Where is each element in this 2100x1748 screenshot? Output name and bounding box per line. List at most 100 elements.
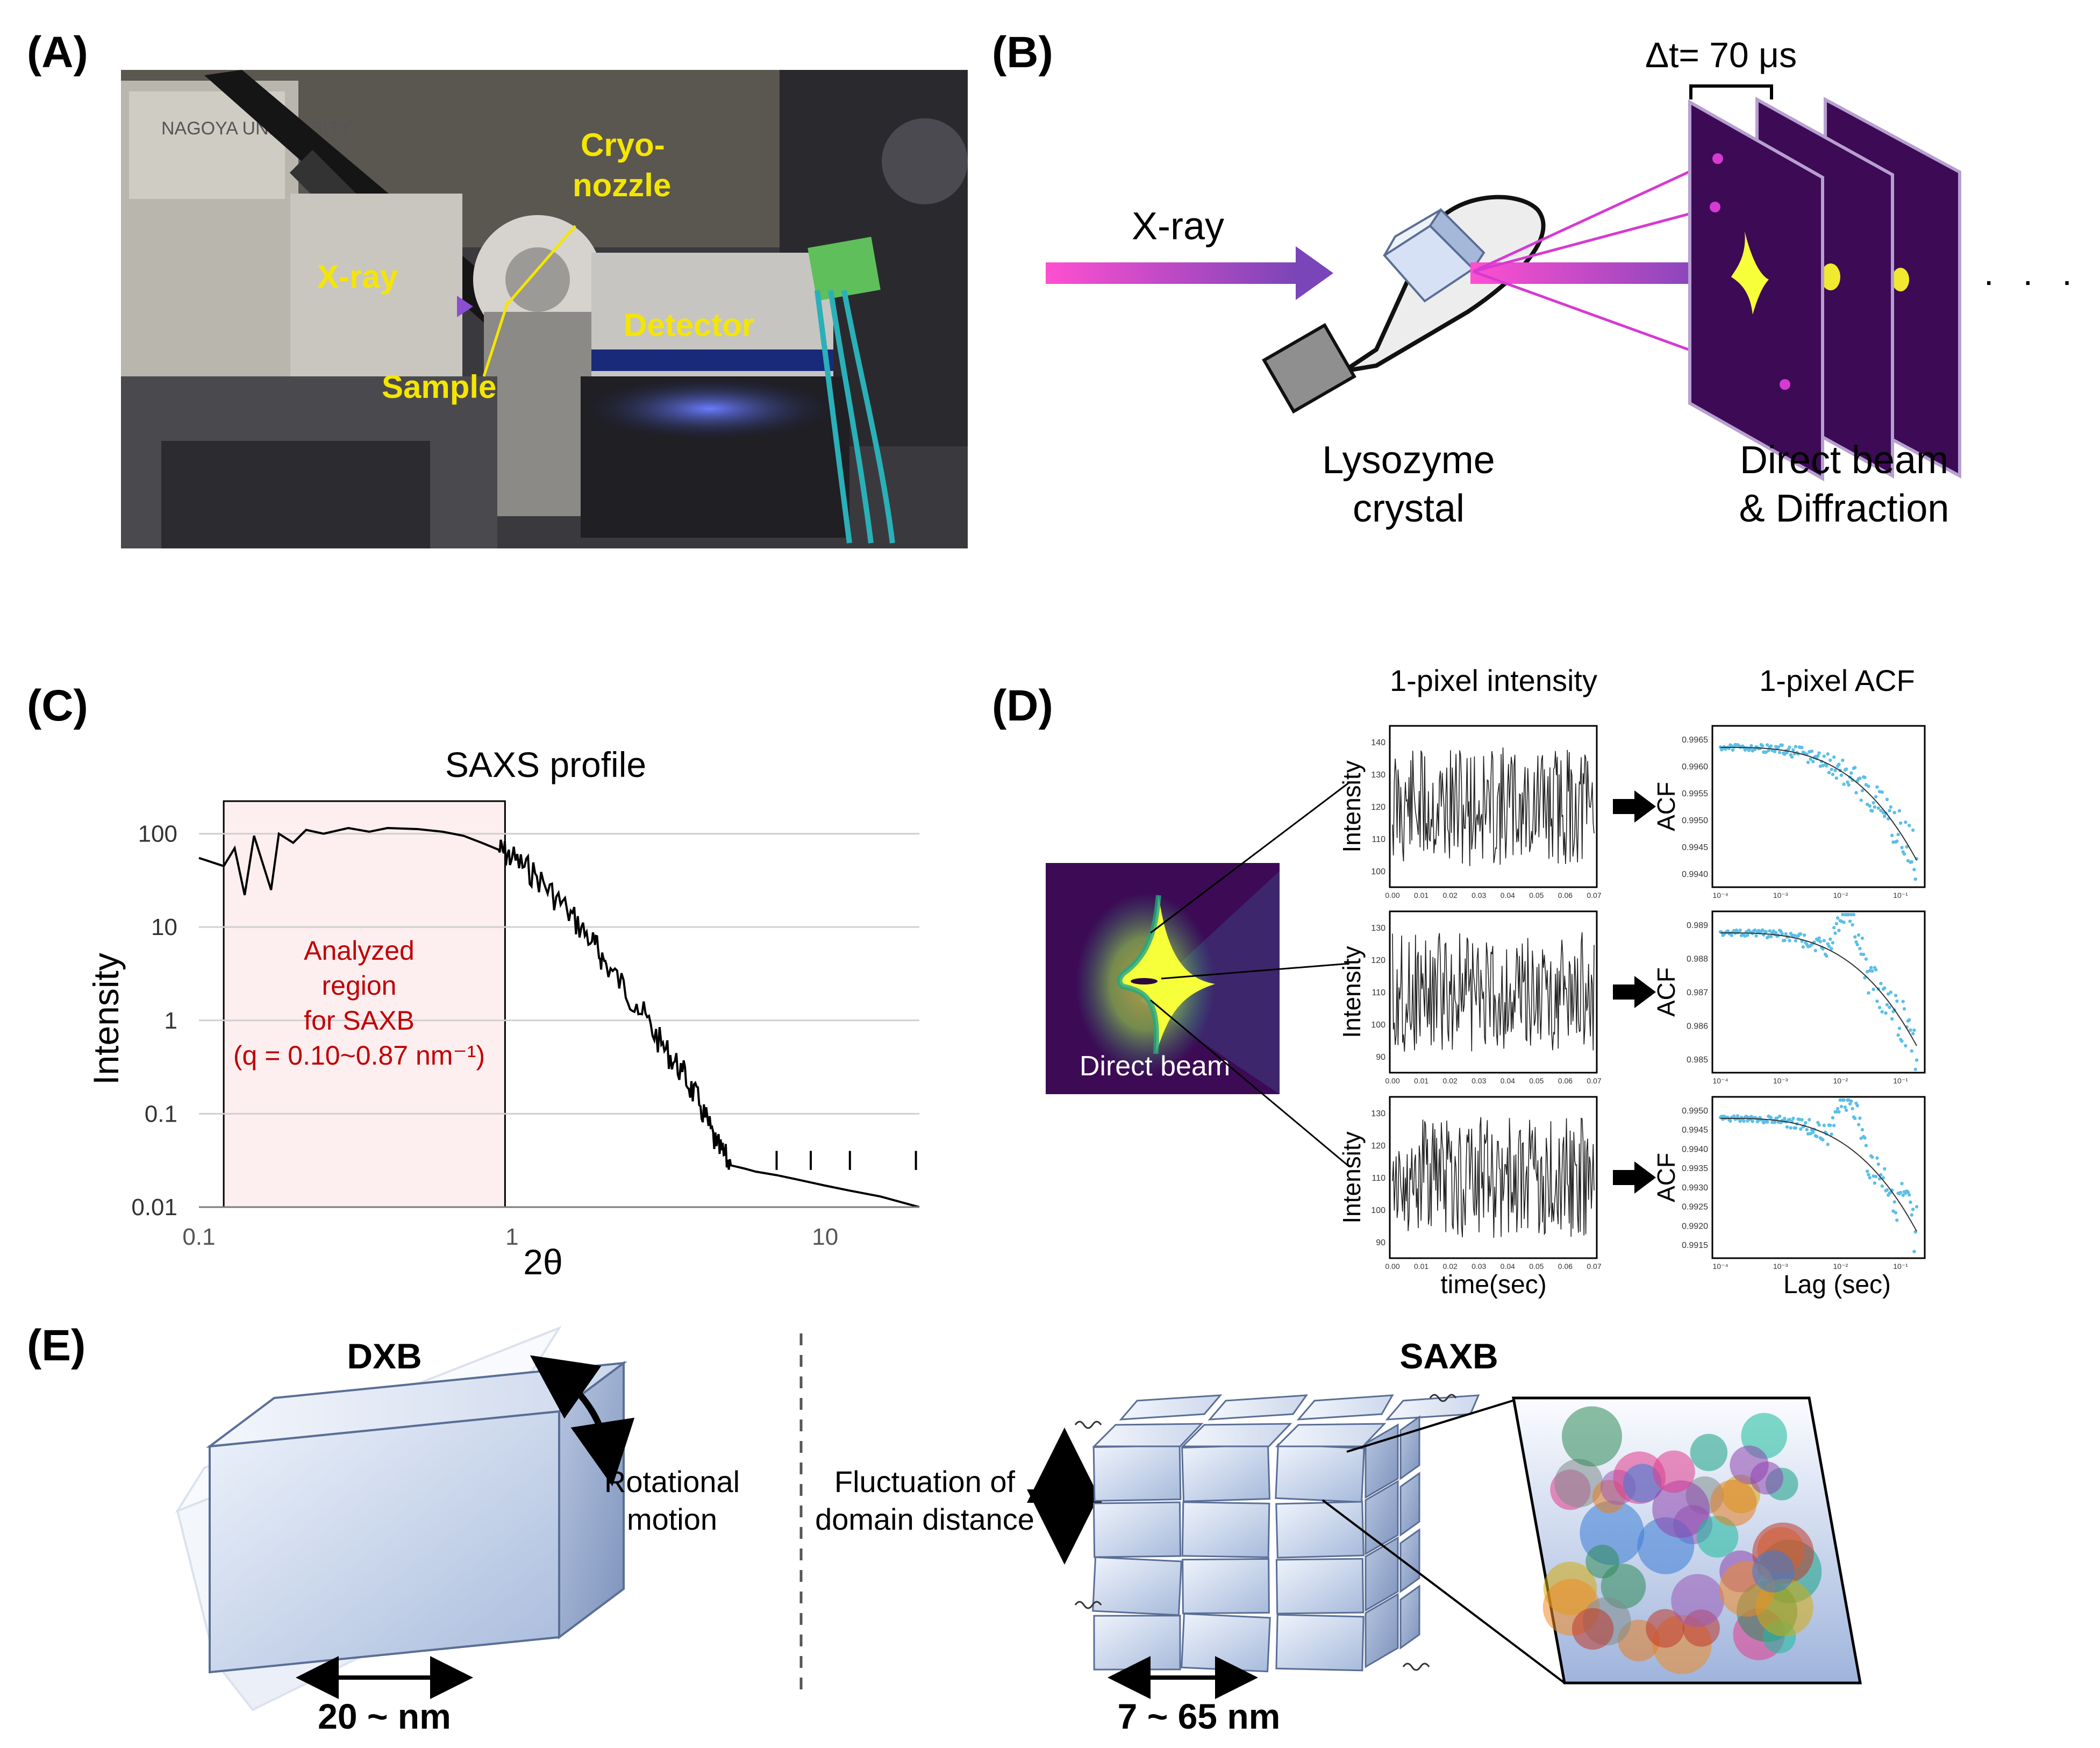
acf-point xyxy=(1892,811,1896,815)
acf-point xyxy=(1874,1175,1878,1179)
acf-point xyxy=(1730,933,1733,937)
panel-b-det-label-1: Direct beam xyxy=(1740,439,1948,482)
rotation-label-1: Rotational xyxy=(604,1465,740,1499)
acf-y-label: ACF xyxy=(1652,1153,1680,1202)
y-tick-label: 0.01 xyxy=(131,1194,177,1221)
acf-point xyxy=(1833,768,1837,773)
acf-point xyxy=(1827,770,1831,775)
dxb-size-label: 20 ~ nm xyxy=(318,1696,451,1736)
acf-point xyxy=(1841,912,1845,917)
panel-d-label: (D) xyxy=(992,681,1053,730)
protein-molecule xyxy=(1623,1464,1662,1503)
acf-point xyxy=(1897,809,1902,813)
acf-point xyxy=(1780,932,1784,936)
acf-point xyxy=(1900,846,1904,850)
acf-point xyxy=(1853,1116,1857,1121)
acf-point xyxy=(1894,1211,1898,1215)
squiggle-icon xyxy=(1402,1663,1430,1671)
acf-point xyxy=(1769,934,1773,939)
mosaic-block xyxy=(1181,1613,1271,1673)
intensity-y-label: Intensity xyxy=(1338,760,1366,852)
acf-point xyxy=(1720,1115,1724,1118)
acf-point xyxy=(1896,832,1900,837)
acf-point xyxy=(1847,783,1851,787)
acf-point xyxy=(1815,1135,1819,1138)
acf-point xyxy=(1832,755,1836,759)
acf-point xyxy=(1864,783,1868,787)
col2-title: 1-pixel ACF xyxy=(1759,663,1915,697)
time-tick: 0.00 xyxy=(1385,1262,1399,1271)
rotation-arrow-icon xyxy=(530,1355,635,1487)
mosaic-block xyxy=(1182,1558,1270,1615)
acf-point xyxy=(1862,952,1866,957)
panel-a-label: (A) xyxy=(27,28,88,77)
acf-point xyxy=(1910,860,1913,864)
mosaic-block xyxy=(1092,1445,1182,1502)
acf-fit-curve xyxy=(1720,747,1917,861)
acf-y-tick: 0.988 xyxy=(1687,955,1708,964)
acf-point xyxy=(1778,1114,1782,1118)
acf-point xyxy=(1788,939,1791,943)
intensity-y-tick: 100 xyxy=(1371,867,1385,876)
acf-point xyxy=(1832,926,1836,930)
acf-point xyxy=(1858,776,1862,780)
crystal-mount-icon xyxy=(1262,195,1546,414)
fluctuation-arrow-icon xyxy=(1027,1428,1102,1565)
acf-point xyxy=(1831,1116,1835,1119)
mosaic-block-side xyxy=(1365,1480,1399,1556)
acf-point xyxy=(1913,1067,1917,1072)
acf-y-tick: 0.9940 xyxy=(1682,870,1708,879)
acf-point xyxy=(1867,1173,1870,1176)
intensity-y-tick: 120 xyxy=(1371,956,1385,965)
acf-point xyxy=(1774,931,1778,934)
acf-point xyxy=(1842,782,1846,786)
panel-b-crystal-label-2: crystal xyxy=(1353,487,1465,530)
rotation-label-2: motion xyxy=(627,1502,717,1536)
acf-point xyxy=(1764,750,1768,754)
panel-b-label: (B) xyxy=(992,28,1053,77)
panel-b-xray-arrow xyxy=(1046,246,1333,300)
mosaic-block-top xyxy=(1208,1394,1309,1421)
lag-tick: 10⁻¹ xyxy=(1893,1076,1908,1085)
acf-point xyxy=(1751,1119,1754,1123)
acf-point xyxy=(1735,1114,1740,1118)
acf-point xyxy=(1808,1118,1811,1122)
zoom-lines xyxy=(1322,1397,1566,1684)
photo-label-cryo-2: nozzle xyxy=(573,167,671,203)
acf-point xyxy=(1760,744,1765,748)
acf-y-tick: 0.985 xyxy=(1687,1055,1708,1065)
acf-point xyxy=(1806,760,1810,765)
acf-point xyxy=(1731,748,1735,752)
acf-point xyxy=(1900,1039,1904,1043)
chart-x-label: 2θ xyxy=(523,1242,562,1282)
acf-point xyxy=(1853,935,1857,939)
acf-point xyxy=(1817,1123,1821,1127)
intensity-y-tick: 100 xyxy=(1371,1021,1385,1030)
acf-point xyxy=(1908,824,1911,827)
acf-y-tick: 0.9930 xyxy=(1682,1183,1708,1193)
acf-point xyxy=(1769,1116,1773,1119)
time-tick: 0.05 xyxy=(1529,1262,1544,1271)
time-tick: 0.01 xyxy=(1414,891,1428,900)
time-tick: 0.03 xyxy=(1472,891,1486,900)
time-tick: 0.02 xyxy=(1443,1262,1458,1271)
protein-molecule xyxy=(1646,1609,1685,1648)
acf-point xyxy=(1726,929,1730,933)
time-tick: 0.04 xyxy=(1501,891,1515,900)
acf-point xyxy=(1872,987,1875,991)
acf-point xyxy=(1849,771,1853,775)
arrow-right-icon xyxy=(1613,976,1656,1008)
acf-point xyxy=(1831,773,1835,776)
time-tick: 0.00 xyxy=(1385,1076,1399,1085)
protein-molecule xyxy=(1671,1574,1724,1627)
acf-point xyxy=(1859,798,1863,802)
acf-point xyxy=(1876,806,1880,810)
intensity-y-tick: 140 xyxy=(1371,738,1385,747)
acf-point xyxy=(1915,1058,1919,1062)
intensity-y-tick: 110 xyxy=(1372,835,1385,844)
acf-point xyxy=(1869,966,1873,969)
acf-point xyxy=(1883,815,1887,818)
acf-point xyxy=(1879,1173,1883,1177)
acf-point xyxy=(1874,795,1878,799)
lag-tick: 10⁻¹ xyxy=(1893,891,1908,900)
